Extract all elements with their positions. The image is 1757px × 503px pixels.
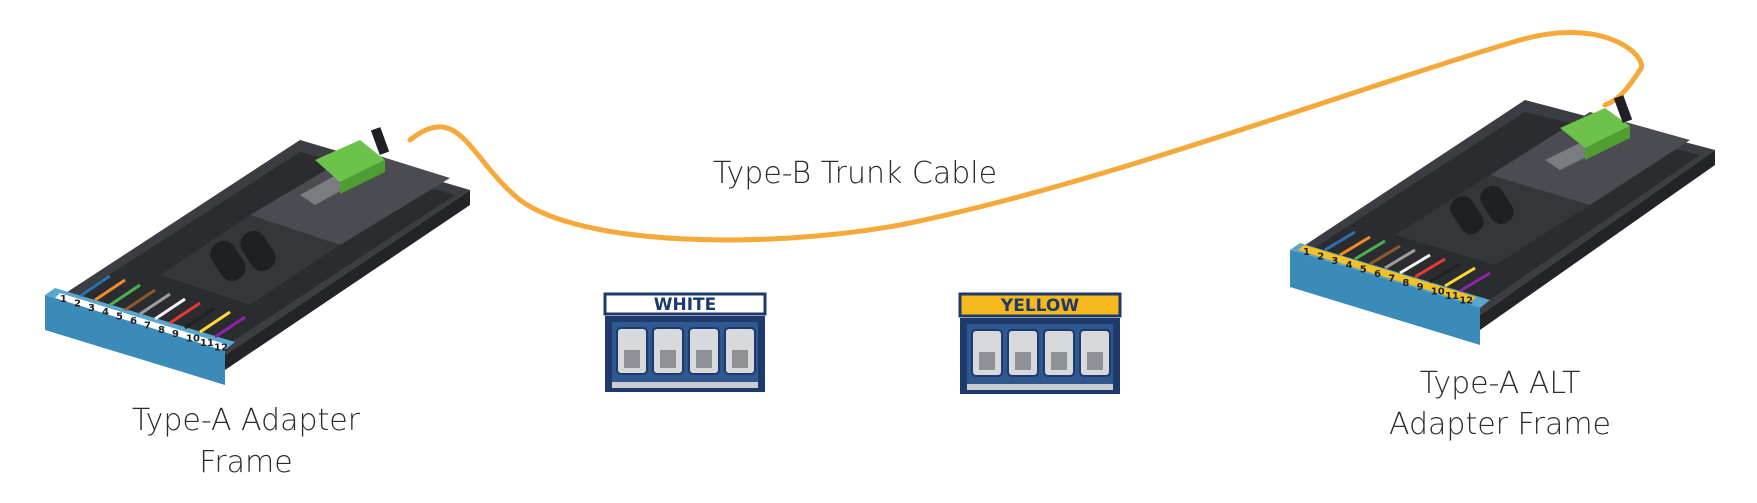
white-tag-label: WHITE <box>654 295 717 315</box>
left-port-number-8: 8 <box>158 325 165 336</box>
left-frame-label-line1: Type-A Adapter <box>132 403 361 438</box>
right-frame-label-line2: Adapter Frame <box>1389 407 1611 442</box>
right-port-number-4: 4 <box>1346 260 1353 271</box>
left-port-number-6: 6 <box>130 316 137 327</box>
right-port-number-10: 10 <box>1431 287 1445 298</box>
left-frame-label-line2: Frame <box>199 445 292 480</box>
left-port-number-5: 5 <box>116 312 123 323</box>
right-port-number-3: 3 <box>1331 256 1338 267</box>
right-port-number-5: 5 <box>1360 265 1367 276</box>
right-port-number-11: 11 <box>1445 291 1459 302</box>
right-port-number-1: 1 <box>1303 247 1310 258</box>
right-port-number-7: 7 <box>1388 273 1395 284</box>
left-port-number-3: 3 <box>88 303 95 314</box>
trunk-cable-label: Type-B Trunk Cable <box>713 156 997 191</box>
left-port-number-2: 2 <box>74 298 81 309</box>
yellow-lc-adapter: YELLOW <box>958 292 1122 394</box>
right-port-number-12: 12 <box>1459 295 1473 306</box>
left-port-number-12: 12 <box>214 342 228 353</box>
left-port-number-4: 4 <box>102 307 109 318</box>
right-mpo-connector <box>1545 95 1633 170</box>
white-lc-adapter: WHITE <box>603 292 767 392</box>
left-port-number-10: 10 <box>186 334 200 345</box>
right-port-number-9: 9 <box>1417 282 1424 293</box>
left-port-number-11: 11 <box>200 338 214 349</box>
left-port-number-7: 7 <box>144 320 151 331</box>
right-port-number-6: 6 <box>1374 269 1381 280</box>
left-port-number-9: 9 <box>172 329 179 340</box>
trunk-cable <box>407 30 1644 243</box>
right-port-number-8: 8 <box>1402 278 1409 289</box>
left-mpo-connector <box>300 127 390 205</box>
right-port-number-2: 2 <box>1317 251 1324 262</box>
yellow-tag-label: YELLOW <box>1000 296 1079 316</box>
right-frame-label-line1: Type-A ALT <box>1420 366 1581 401</box>
left-port-number-1: 1 <box>60 294 67 305</box>
